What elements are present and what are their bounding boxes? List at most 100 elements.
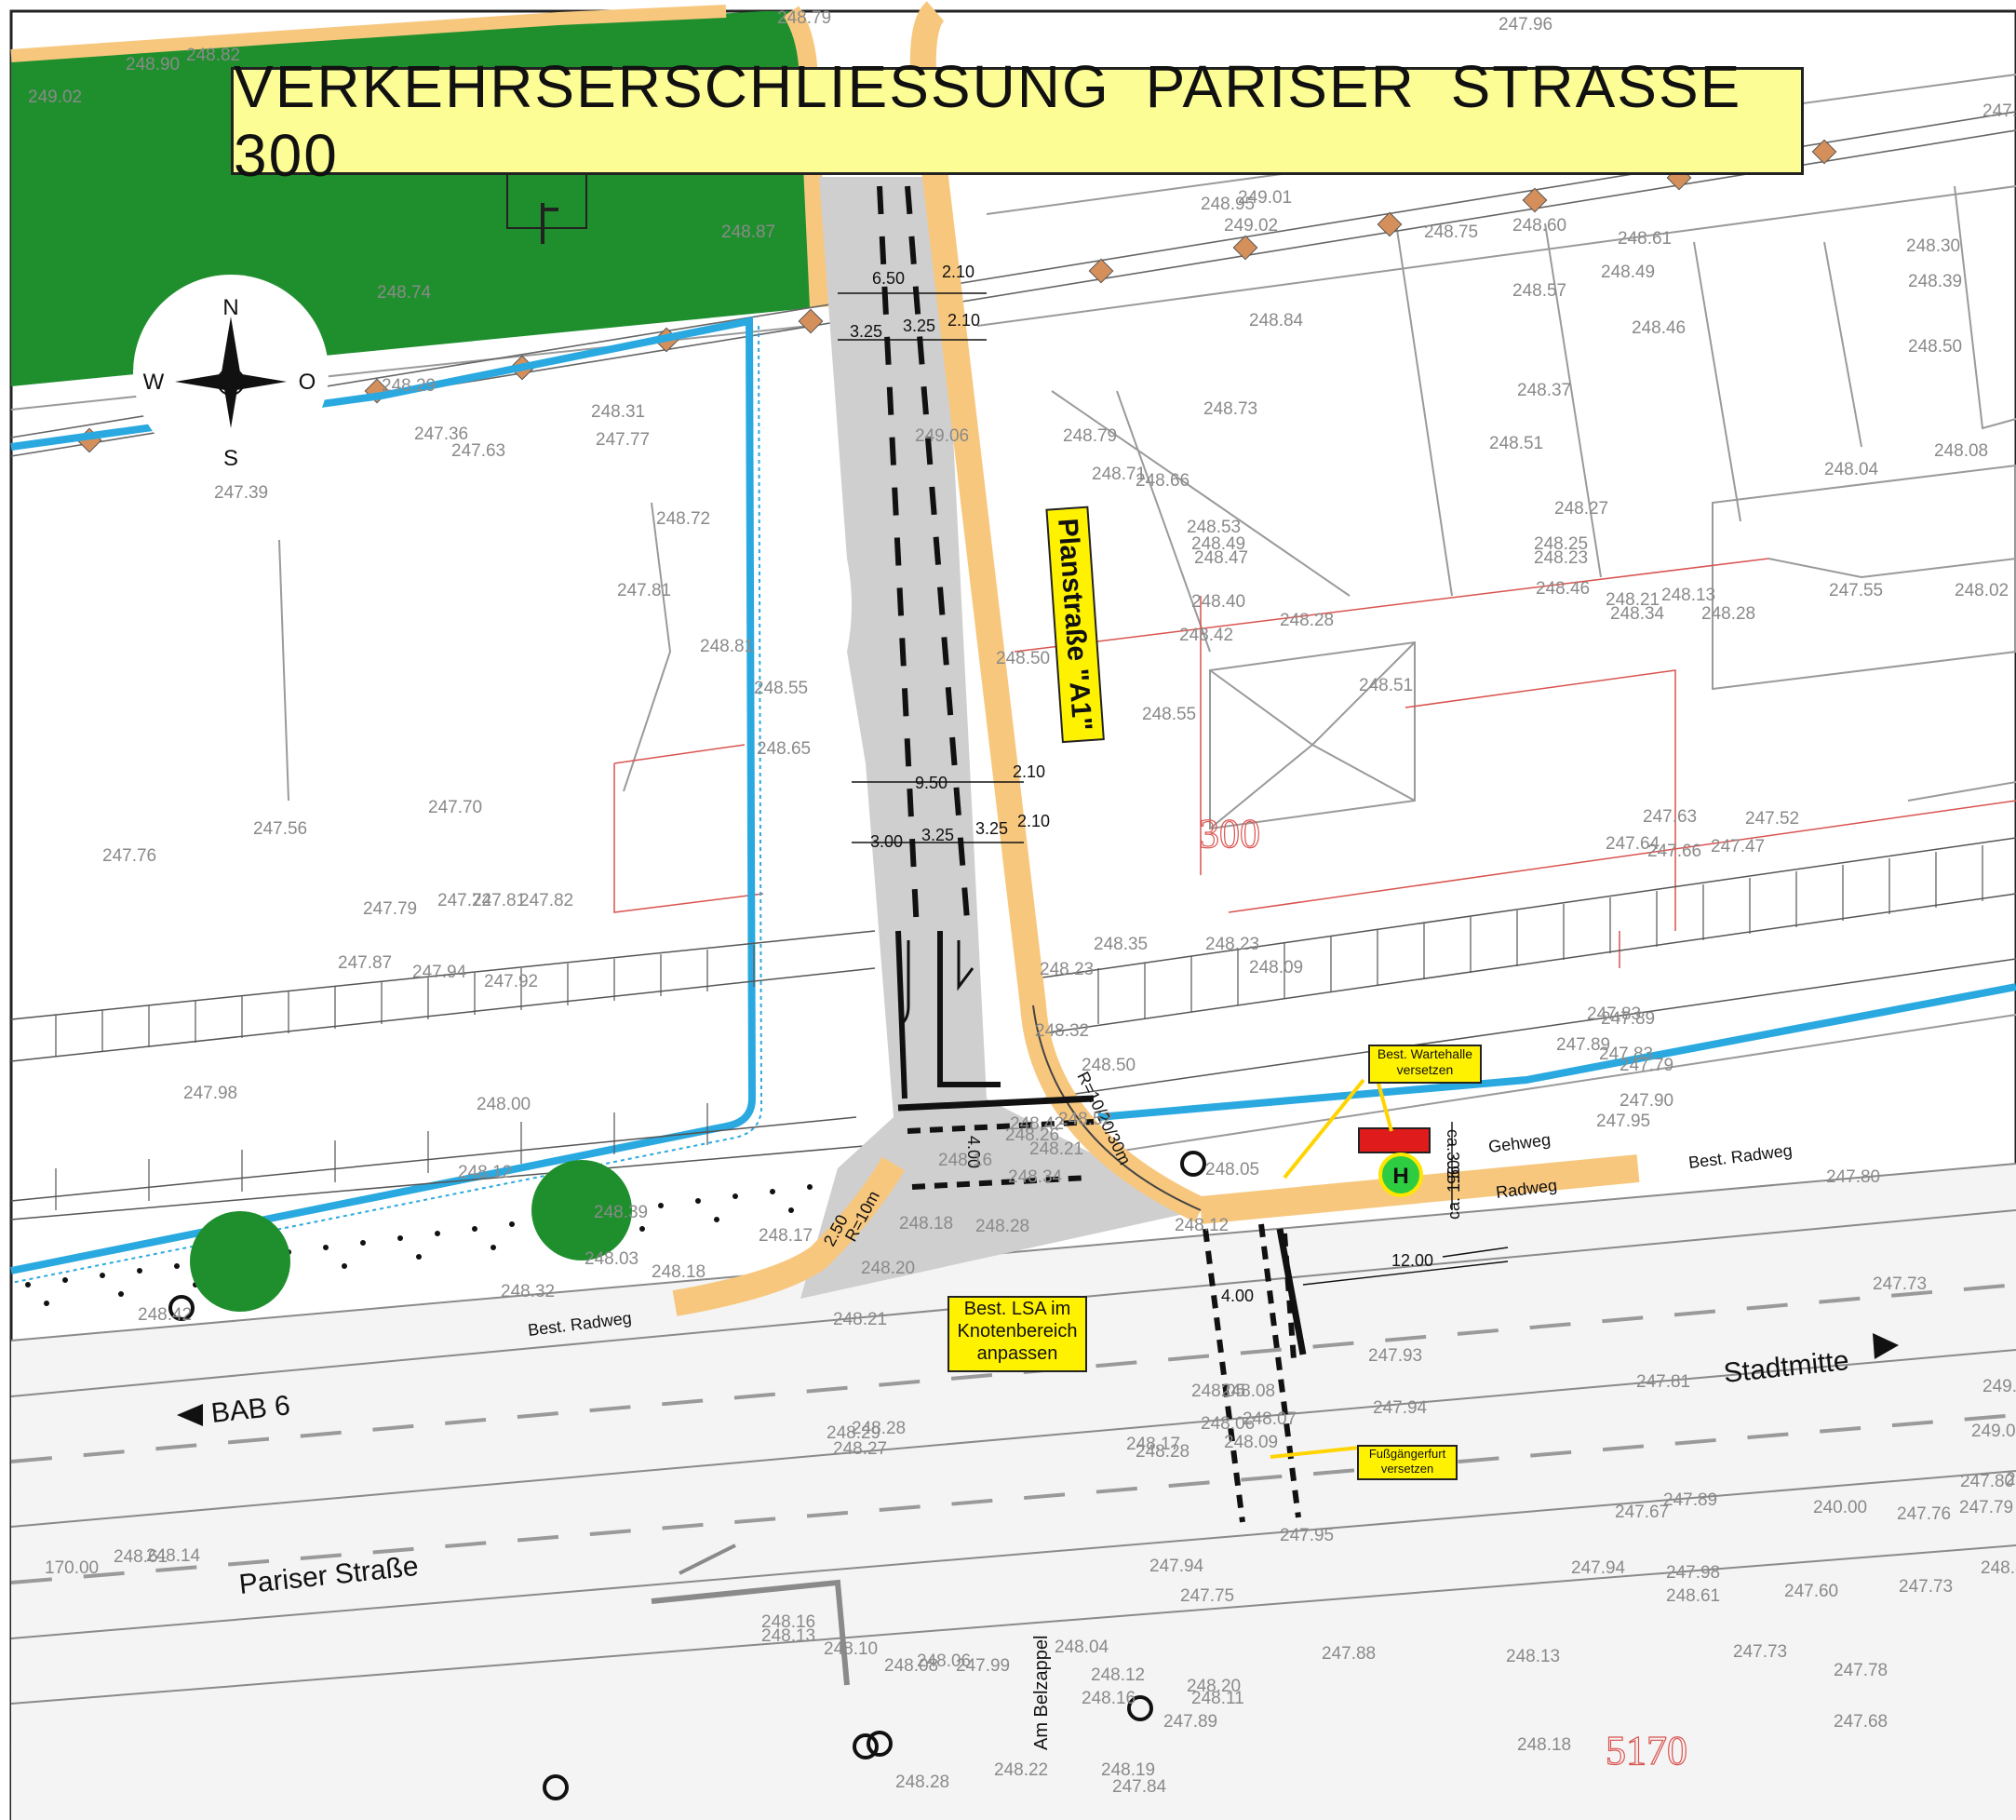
spot-height: 249.01 bbox=[1982, 1377, 2016, 1396]
spot-height: 248.90 bbox=[126, 55, 180, 74]
spot-height: 248.21 bbox=[1606, 590, 1660, 610]
spot-height: 248.28 bbox=[852, 1419, 906, 1438]
spot-height: 248.28 bbox=[895, 1773, 949, 1792]
spot-height: 248.84 bbox=[1249, 311, 1304, 330]
spot-height: 248.55 bbox=[1142, 705, 1196, 724]
spot-height: 247.94 bbox=[1149, 1557, 1204, 1576]
spot-height: 248.19 bbox=[1101, 1760, 1155, 1780]
spot-height: 247.98 bbox=[1666, 1563, 1720, 1583]
spot-height: 248.23 bbox=[1040, 960, 1094, 979]
spot-height: 247.88 bbox=[1322, 1644, 1376, 1664]
spot-height: 247.96 bbox=[1499, 15, 1552, 34]
spot-height: 248.08 bbox=[1934, 441, 1988, 461]
spot-height: 248.35 bbox=[1094, 935, 1148, 954]
spot-height: 247.63 bbox=[451, 441, 505, 461]
compass-rose: N S W O bbox=[133, 275, 329, 471]
note-lsa-line3: anpassen bbox=[976, 1343, 1058, 1364]
crossing-dashes-top bbox=[907, 1119, 1095, 1190]
bus-shelter bbox=[1358, 1127, 1431, 1153]
spot-height: 248.18 bbox=[1517, 1735, 1571, 1755]
tree-canopy-2 bbox=[531, 1160, 632, 1261]
spot-height: 248.53 bbox=[1187, 518, 1241, 537]
dim-gehweg-width: ca.3.95 bbox=[1444, 1129, 1462, 1184]
fence-row-mid bbox=[10, 837, 2016, 1220]
spot-height: 248.74 bbox=[377, 283, 432, 303]
dim-top-walk: 2.10 bbox=[942, 263, 974, 281]
spot-height: 247.73 bbox=[1733, 1642, 1787, 1662]
spot-height: 248.00 bbox=[477, 1095, 531, 1114]
note-wartehalle-line2: versetzen bbox=[1396, 1061, 1454, 1077]
spot-height: 247.70 bbox=[428, 798, 482, 817]
spot-height: 248.17 bbox=[759, 1226, 813, 1246]
arrow-mark bbox=[679, 1544, 736, 1575]
spot-height: 247.81 bbox=[1636, 1372, 1690, 1392]
lane-solid-line bbox=[895, 930, 907, 1099]
spot-height: 247.60 bbox=[1784, 1582, 1838, 1601]
spot-height: 247.47 bbox=[1711, 837, 1765, 856]
turn-lane-mark bbox=[651, 1579, 850, 1686]
pariser-strasse-surface bbox=[11, 1164, 2016, 1820]
spot-height: 247.67 bbox=[1615, 1503, 1669, 1522]
spot-height: 247.72 bbox=[437, 891, 491, 910]
spot-height: 248.12 bbox=[458, 1163, 512, 1182]
spot-height: 247.84 bbox=[1112, 1777, 1167, 1797]
plan-title: VERKEHRSERSCHLIESSUNG PARISER STRASSE 30… bbox=[231, 53, 1804, 189]
spot-height: 248.32 bbox=[501, 1282, 555, 1301]
spot-height: 240.00 bbox=[1813, 1498, 1867, 1517]
tree-canopy-1 bbox=[190, 1211, 290, 1312]
spot-height: 248.69 bbox=[2006, 1470, 2016, 1490]
dim-mid-lane-c: 3.25 bbox=[975, 819, 1008, 838]
spot-height: 247.89 bbox=[1663, 1490, 1717, 1510]
dim-mid-walk: 2.10 bbox=[1013, 762, 1045, 781]
parcel-number-2: 5170 bbox=[1606, 1728, 1687, 1773]
spot-height: 248.25 bbox=[1534, 534, 1588, 554]
spot-height: 248.20 bbox=[1187, 1677, 1241, 1696]
spot-height: 247.83 bbox=[1587, 1004, 1641, 1024]
spot-height: 248.30 bbox=[1906, 236, 1960, 256]
spot-height: 248.50 bbox=[1082, 1056, 1136, 1075]
spot-height: 248.28 bbox=[1701, 604, 1755, 624]
crossing-solid bbox=[1276, 1228, 1307, 1355]
spot-height: 248.18 bbox=[899, 1214, 953, 1234]
am-belzappel-label: Am Belzappel bbox=[1031, 1636, 1052, 1750]
blue-line-right bbox=[1097, 983, 2016, 1121]
spot-height: 247.79 bbox=[1959, 1498, 2013, 1517]
spot-height: 248.16 bbox=[938, 1151, 992, 1170]
spot-height: 248.34 bbox=[1610, 604, 1665, 624]
spot-height: 248.16 bbox=[761, 1612, 815, 1632]
spot-height: 248.46 bbox=[1536, 579, 1590, 599]
curb-right bbox=[1032, 1004, 1202, 1211]
spot-height: 247.63 bbox=[1643, 807, 1697, 827]
spot-height: 248.05 bbox=[1205, 1160, 1259, 1180]
tree-markers bbox=[76, 139, 1837, 453]
spot-height: 249.04 bbox=[1971, 1422, 2016, 1441]
spot-height: 248.23 bbox=[1205, 935, 1259, 954]
spot-height: 248.27 bbox=[833, 1439, 887, 1459]
blue-line-left bbox=[10, 317, 757, 1274]
shelter-leader bbox=[1283, 1078, 1393, 1180]
spot-height: 248.47 bbox=[1194, 548, 1248, 568]
note-furt-line2: versetzen bbox=[1380, 1461, 1434, 1476]
spot-height: 248.95 bbox=[1201, 195, 1255, 214]
spot-height: 247.79 bbox=[363, 899, 417, 919]
spot-height: 248.52 bbox=[1058, 1110, 1112, 1129]
spot-height: 247.68 bbox=[1834, 1712, 1888, 1732]
dim-crossing-width: 4.00 bbox=[1221, 1287, 1254, 1305]
spot-height: 248.28 bbox=[975, 1217, 1029, 1236]
dim-mid-lane-a: 3.00 bbox=[870, 832, 903, 851]
dim-stop-depth: 4.00 bbox=[964, 1136, 983, 1168]
dim-mid-lane-b: 3.25 bbox=[921, 826, 954, 844]
spot-height: 248.28 bbox=[1136, 1442, 1189, 1462]
spot-height: 248.72 bbox=[656, 509, 710, 529]
spot-height: 247.94 bbox=[1571, 1558, 1626, 1578]
pitch-goal bbox=[541, 203, 558, 244]
spot-height: 248.17 bbox=[1126, 1435, 1180, 1454]
spot-height: 247.36 bbox=[414, 425, 468, 444]
spot-height: 249.02 bbox=[1224, 216, 1278, 236]
spot-height: 248.50 bbox=[996, 649, 1050, 668]
dim-top-lane-b: 3.25 bbox=[903, 317, 935, 335]
spot-height: 248.39 bbox=[594, 1203, 648, 1222]
dim-bus-length: 12.00 bbox=[1391, 1251, 1433, 1270]
spot-height: 247.83 bbox=[1599, 1045, 1653, 1064]
